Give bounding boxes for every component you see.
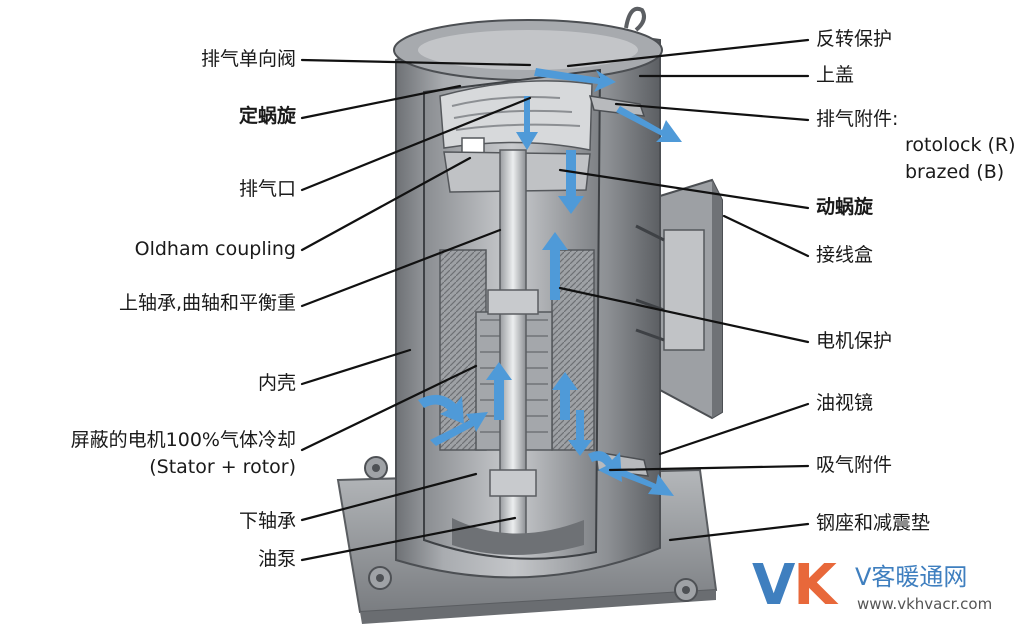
label-shielded-motor-cooling: 屏蔽的电机100%气体冷却	[70, 429, 296, 451]
label-brazed: brazed (B)	[905, 161, 1005, 183]
watermark-site-name: V客暖通网	[855, 563, 968, 591]
leader-oldham-coupling	[300, 156, 472, 252]
label-lower-bearing: 下轴承	[238, 510, 296, 532]
label-oil-pump: 油泵	[257, 548, 296, 570]
label-motor-protector: 电机保护	[816, 330, 893, 352]
leader-orbiting-scroll	[558, 168, 810, 210]
leader-suction-fitting	[608, 464, 810, 472]
leader-reverse-rotation	[566, 38, 810, 68]
label-orbiting-scroll: 动蜗旋	[816, 196, 874, 218]
leader-steel-base	[668, 522, 810, 542]
leader-discharge-port	[300, 96, 532, 192]
watermark-logo-k: K	[793, 553, 836, 618]
leader-shielded-motor	[300, 364, 478, 452]
label-discharge-check-valve: 排气单向阀	[200, 48, 296, 70]
label-stator-rotor: (Stator + rotor)	[149, 456, 296, 478]
label-discharge-port: 排气口	[238, 178, 296, 200]
label-reverse-rotation-protection: 反转保护	[816, 28, 893, 50]
leader-upper-bearing	[300, 228, 502, 308]
label-top-cap: 上盖	[816, 64, 855, 86]
discharge-tube	[588, 95, 646, 117]
label-rotolock: rotolock (R)	[905, 134, 1016, 156]
label-suction-fitting: 吸气附件	[816, 454, 893, 476]
label-fixed-scroll: 定蜗旋	[238, 105, 296, 127]
leader-fixed-scroll	[300, 84, 462, 120]
label-discharge-fitting: 排气附件:	[816, 108, 899, 130]
watermark-logo: VK	[752, 558, 837, 614]
label-terminal-box: 接线盒	[816, 244, 874, 266]
label-upper-bearing-crankshaft: 上轴承,曲轴和平衡重	[118, 292, 296, 314]
leader-oil-sight-glass	[658, 402, 810, 456]
watermark-url: www.vkhvacr.com	[857, 595, 993, 613]
watermark-logo-v: V	[752, 553, 795, 618]
label-oil-sight-glass: 油视镜	[816, 392, 874, 414]
label-steel-base-mounts: 钢座和减震垫	[816, 512, 931, 534]
leader-oil-pump	[300, 516, 517, 562]
label-inner-shell: 内壳	[257, 372, 296, 394]
leader-lower-bearing	[300, 472, 478, 522]
leader-terminal-box	[722, 214, 810, 258]
leader-discharge-fitting	[614, 102, 810, 122]
leader-discharge-check-valve	[300, 58, 532, 67]
label-oldham-coupling: Oldham coupling	[134, 238, 296, 260]
leader-inner-shell	[300, 348, 412, 386]
leader-motor-protector	[558, 286, 810, 344]
gas-flow-arrows	[418, 68, 682, 496]
